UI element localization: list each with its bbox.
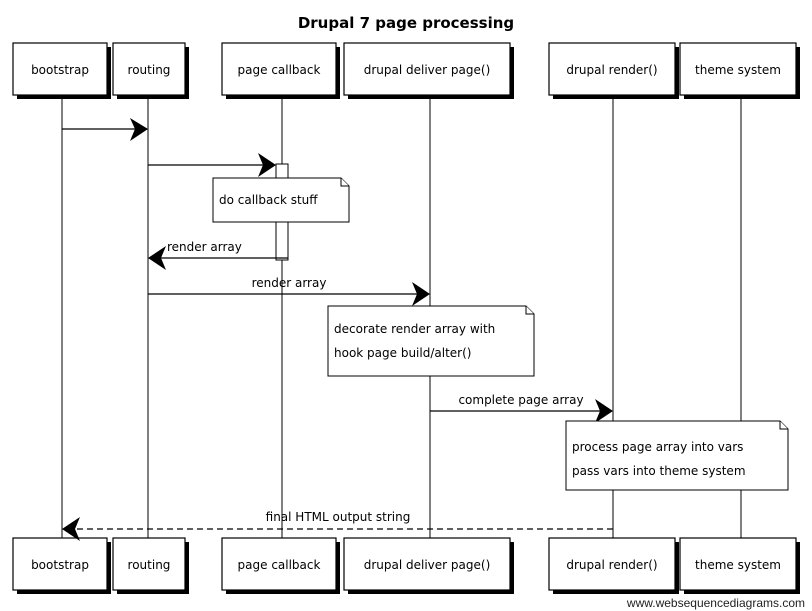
participant-box-bootstrap: bootstrap	[12, 42, 111, 99]
participant-label: theme system	[695, 63, 781, 77]
note-line: pass vars into theme system	[572, 464, 746, 478]
note-line: hook page build/alter()	[334, 346, 471, 360]
note-line: process page array into vars	[572, 440, 743, 454]
participant-box-bootstrap-bottom: bootstrap	[12, 537, 111, 594]
participant-box-page-callback: page callback	[221, 42, 340, 99]
participants-bottom: bootstrap routing page callback drupal d…	[12, 537, 800, 594]
message-label: final HTML output string	[266, 510, 411, 524]
participant-box-theme-system-bottom: theme system	[679, 537, 800, 594]
participant-label: bootstrap	[31, 558, 89, 572]
participant-box-routing-bottom: routing	[112, 537, 189, 594]
arrowhead	[62, 517, 80, 541]
note-page-callback: do callback stuff	[212, 177, 350, 223]
arrowhead	[412, 282, 430, 306]
message-drupal-deliver-page-to-drupal-render: complete page array	[430, 393, 613, 423]
participant-label: bootstrap	[31, 63, 89, 77]
participant-label: page callback	[238, 63, 321, 77]
participant-label: routing	[128, 558, 171, 572]
participant-label: routing	[128, 63, 171, 77]
participant-box-drupal-render-bottom: drupal render()	[548, 537, 679, 594]
participant-box-drupal-deliver-page-bottom: drupal deliver page()	[343, 537, 514, 594]
message-drupal-render-to-bootstrap: final HTML output string	[62, 510, 613, 541]
footer-credit: www.websequencediagrams.com	[626, 596, 805, 610]
note-line: decorate render array with	[334, 322, 495, 336]
arrowhead	[595, 399, 613, 423]
diagram-title: Drupal 7 page processing	[298, 14, 514, 32]
note-line: do callback stuff	[219, 193, 318, 207]
participant-label: page callback	[238, 558, 321, 572]
participant-label: drupal render()	[566, 558, 657, 572]
participant-label: drupal deliver page()	[364, 63, 491, 77]
note-drupal-render: process page array into vars pass vars i…	[565, 420, 789, 491]
participant-box-drupal-deliver-page: drupal deliver page()	[343, 42, 514, 99]
participants-top: bootstrap routing page callback drupal d…	[12, 42, 800, 99]
arrowhead	[130, 118, 148, 141]
participant-box-theme-system: theme system	[679, 42, 800, 99]
message-label: render array	[252, 276, 327, 290]
participant-label: drupal render()	[566, 63, 657, 77]
arrowhead	[258, 153, 276, 177]
message-page-callback-to-routing: render array	[148, 240, 288, 270]
message-bootstrap-to-routing	[62, 118, 148, 141]
participant-label: drupal deliver page()	[364, 558, 491, 572]
message-routing-to-drupal-deliver-page: render array	[148, 276, 430, 306]
message-label: render array	[167, 240, 242, 254]
participant-box-drupal-render: drupal render()	[548, 42, 679, 99]
participant-box-routing: routing	[112, 42, 189, 99]
participant-box-page-callback-bottom: page callback	[221, 537, 340, 594]
message-routing-to-page-callback	[148, 153, 276, 177]
participant-label: theme system	[695, 558, 781, 572]
message-label: complete page array	[458, 393, 583, 407]
arrowhead	[148, 246, 166, 270]
note-drupal-deliver-page: decorate render array with hook page bui…	[327, 305, 535, 377]
